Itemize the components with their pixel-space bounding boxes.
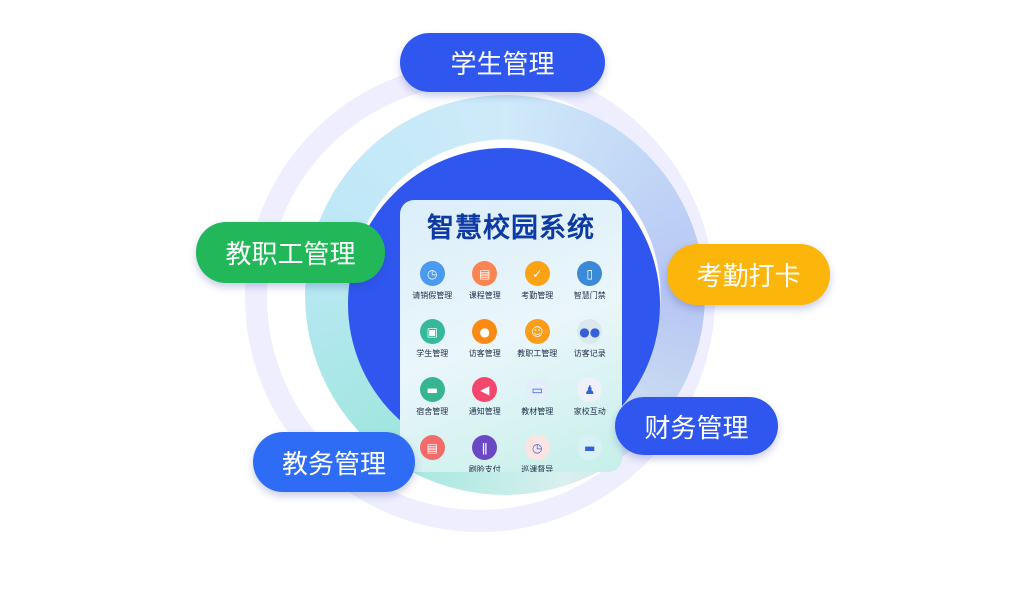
app-item[interactable]: ●● 访客记录 — [564, 319, 617, 359]
app-item-label: 巡课督导 — [521, 465, 554, 472]
app-title: 智慧校园系统 — [427, 213, 595, 244]
visitor-icon: ● — [472, 319, 498, 344]
app-item[interactable]: ✓ 考勤管理 — [511, 261, 564, 301]
app-item[interactable]: ▭ 教材管理 — [511, 377, 564, 417]
app-item-label: 智慧门禁 — [573, 291, 606, 300]
app-item[interactable]: ▬ — [564, 435, 617, 472]
app-item[interactable]: ▣ 学生管理 — [406, 319, 459, 359]
app-item[interactable]: ◷ 巡课督导 — [511, 435, 564, 472]
app-item-label: 教职工管理 — [517, 349, 558, 358]
app-item-label: 教材管理 — [521, 407, 554, 416]
pill-label: 教职工管理 — [225, 240, 356, 270]
app-item-label: 家校互动 — [573, 407, 606, 416]
app-item[interactable]: ▤ — [406, 435, 459, 472]
pill-label: 考勤打卡 — [696, 262, 801, 292]
pill-finance[interactable]: 财务管理 — [615, 397, 778, 455]
person-icon: ♟ — [577, 377, 603, 402]
app-grid: ◷ 请销假管理 ▤ 课程管理 ✓ 考勤管理 ▯ 智慧门禁 ▣ 学生管理 ● 访客管理 ☺ 教职工管理 ●● 访… — [400, 261, 622, 472]
app-item-label: 通知管理 — [468, 407, 501, 416]
pill-label: 财务管理 — [644, 413, 749, 444]
app-item[interactable]: ♟ 家校互动 — [564, 377, 617, 417]
app-item[interactable]: ◷ 请销假管理 — [406, 261, 459, 301]
utensils-icon: ǁ — [472, 435, 498, 460]
app-item-label: 宿舍管理 — [416, 407, 449, 416]
megaphone-icon: ◀ — [472, 377, 498, 402]
app-item-label: 访客记录 — [573, 349, 606, 358]
door-access-icon: ▯ — [577, 261, 603, 286]
app-item[interactable]: ◀ 通知管理 — [459, 377, 512, 417]
app-item-label: 课程管理 — [468, 291, 501, 300]
book-icon: ▤ — [472, 261, 498, 286]
users-icon: ●● — [577, 319, 603, 344]
app-item[interactable]: ▯ 智慧门禁 — [564, 261, 617, 301]
pill-academic[interactable]: 教务管理 — [253, 432, 415, 492]
printer-icon: ▭ — [524, 377, 550, 402]
student-card-icon: ▣ — [419, 319, 445, 344]
teacher-icon: ☺ — [524, 319, 550, 344]
pill-staff-management[interactable]: 教职工管理 — [196, 222, 385, 283]
calendar-clock-icon: ◷ — [419, 261, 445, 286]
app-item-label: 学生管理 — [416, 349, 449, 358]
document-icon: ▤ — [419, 435, 445, 460]
app-item-label: 请销假管理 — [412, 291, 453, 300]
app-item-label: 考勤管理 — [521, 291, 554, 300]
app-item-label: 访客管理 — [468, 349, 501, 358]
pill-label: 学生管理 — [450, 50, 555, 80]
bed-icon: ▬ — [419, 377, 445, 402]
app-item[interactable]: ☺ 教职工管理 — [511, 319, 564, 359]
app-item-label: 刷脸支付 — [468, 465, 501, 472]
app-item[interactable]: ǁ 刷脸支付 — [459, 435, 512, 472]
pill-label: 教务管理 — [281, 449, 386, 480]
app-item[interactable]: ▬ 宿舍管理 — [406, 377, 459, 417]
location-clock-icon: ◷ — [524, 435, 550, 460]
pill-student-management[interactable]: 学生管理 — [400, 33, 605, 92]
app-item[interactable]: ▤ 课程管理 — [459, 261, 512, 301]
pill-attendance[interactable]: 考勤打卡 — [667, 244, 830, 305]
app-card: 智慧校园系统 ◷ 请销假管理 ▤ 课程管理 ✓ 考勤管理 ▯ 智慧门禁 ▣ 学生管理 ● 访客管理 ☺ 教… — [400, 200, 622, 472]
monitor-icon: ▬ — [577, 435, 603, 460]
app-item[interactable]: ● 访客管理 — [459, 319, 512, 359]
calendar-check-icon: ✓ — [524, 261, 550, 286]
